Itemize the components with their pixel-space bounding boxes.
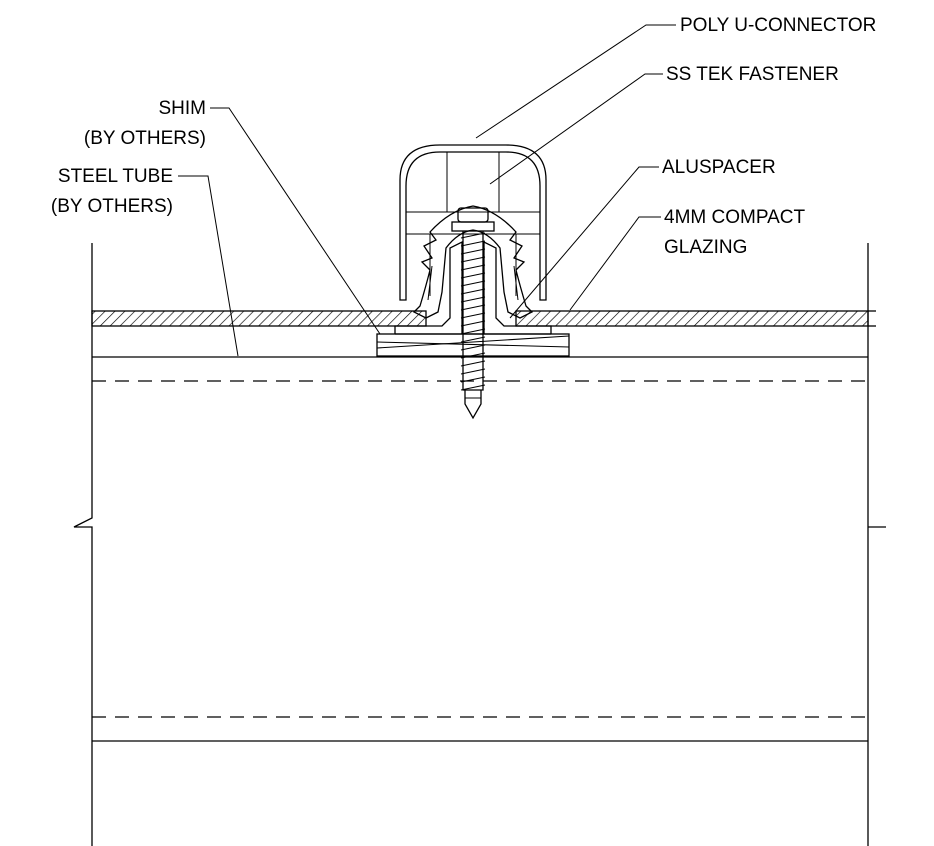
ss-tek-fastener <box>451 207 495 420</box>
leader-lines <box>178 24 676 357</box>
label-glazing: GLAZING <box>664 237 747 258</box>
aluspacer <box>394 240 552 335</box>
label-compact-glazing: 4MM COMPACT <box>664 207 805 228</box>
label-steel-tube: STEEL TUBE <box>58 166 173 187</box>
steel-tube <box>73 243 886 846</box>
label-shim: SHIM <box>159 98 207 119</box>
label-aluspacer: ALUSPACER <box>662 157 776 178</box>
label-shim-by-others: (BY OTHERS) <box>84 128 206 149</box>
label-poly-u-connector: POLY U-CONNECTOR <box>680 15 876 36</box>
fastener-threads <box>460 231 486 391</box>
callout-labels: POLY U-CONNECTOR SS TEK FASTENER SHIM (B… <box>51 15 876 258</box>
label-steel-tube-by-others: (BY OTHERS) <box>51 196 173 217</box>
label-ss-tek-fastener: SS TEK FASTENER <box>666 64 839 85</box>
shim <box>376 333 570 357</box>
compact-glazing-panel <box>91 310 876 327</box>
